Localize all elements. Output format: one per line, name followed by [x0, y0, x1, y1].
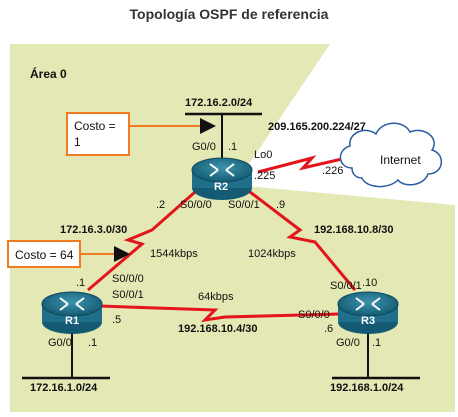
r3-s000-ip: .6	[324, 323, 333, 335]
internet-label: Internet	[380, 153, 421, 167]
bandwidth-r1-r2: 1544kbps	[150, 248, 198, 260]
r1-g00-ip: .1	[88, 337, 97, 349]
network-r1-r3: 192.168.10.4/30	[178, 323, 258, 335]
router-r1-icon: R1	[41, 291, 103, 334]
serial-link-r2-r3	[249, 190, 357, 291]
router-r2-label: R2	[214, 181, 228, 193]
r3-g00-label: G0/0	[336, 337, 360, 349]
r2-lo0-ip: .225	[254, 170, 275, 182]
r2-g00-ip: .1	[228, 141, 237, 153]
isp-ip: .226	[322, 165, 343, 177]
r1-g00-label: G0/0	[48, 337, 72, 349]
serial-link-r1-r3	[99, 304, 341, 323]
network-r3-lan: 192.168.1.0/24	[330, 382, 404, 394]
network-r2-r3: 192.168.10.8/30	[314, 224, 394, 236]
network-r1-r2: 172.16.3.0/30	[60, 224, 127, 236]
bandwidth-r1-r3: 64kbps	[198, 291, 234, 303]
r3-s001-label: S0/0/1	[330, 280, 362, 292]
r2-g00-label: G0/0	[192, 141, 216, 153]
r2-s001-ip: .9	[276, 199, 285, 211]
internet-cloud-icon	[339, 122, 442, 188]
network-r2-lan: 172.16.2.0/24	[185, 97, 253, 109]
r1-s001-ip: .5	[112, 314, 121, 326]
router-r3-icon: R3	[337, 291, 399, 334]
callout-cost-1-line1: Costo =	[74, 119, 116, 133]
r1-s001-label: S0/0/1	[112, 289, 144, 301]
r1-s000-label: S0/0/0	[112, 273, 144, 285]
router-r1-label: R1	[65, 315, 79, 327]
r2-s001-label: S0/0/1	[228, 199, 260, 211]
diagram-title: Topología OSPF de referencia	[129, 6, 329, 22]
callout-cost-1-box	[66, 112, 130, 156]
bandwidth-r2-r3: 1024kbps	[248, 248, 296, 260]
r2-s000-ip: .2	[156, 199, 165, 211]
r2-s000-label: S0/0/0	[180, 199, 212, 211]
network-r1-lan: 172.16.1.0/24	[30, 382, 98, 394]
r1-s000-ip: .1	[76, 277, 85, 289]
r3-s001-ip: .10	[362, 277, 377, 289]
area-0-label: Área 0	[30, 66, 67, 81]
network-isp: 209.165.200.224/27	[268, 121, 366, 133]
serial-link-r2-isp	[257, 154, 356, 174]
callout-cost-1-line2: 1	[74, 135, 81, 149]
callout-cost-64-text: Costo = 64	[15, 248, 74, 262]
router-r3-label: R3	[361, 315, 375, 327]
r3-s000-label: S0/0/0	[298, 309, 330, 321]
r2-lo0-label: Lo0	[254, 149, 272, 161]
router-r2-icon: R2	[191, 157, 253, 200]
r3-g00-ip: .1	[372, 337, 381, 349]
callout-cost-64-box	[7, 240, 81, 268]
